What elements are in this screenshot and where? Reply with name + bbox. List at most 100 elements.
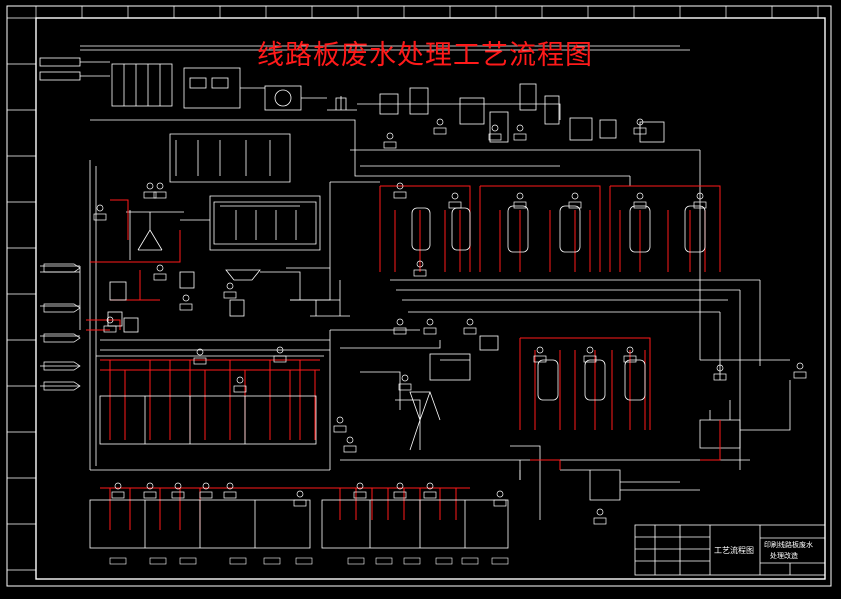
left-inlet-tags <box>43 263 81 391</box>
instrument-tag <box>568 201 582 209</box>
instrument-symbol <box>236 376 244 384</box>
instrument-tag <box>393 491 407 499</box>
instrument-symbol <box>516 192 524 200</box>
process-vessels <box>89 205 706 549</box>
instrument-symbol <box>182 294 190 302</box>
instrument-symbol <box>466 318 474 326</box>
instrument-symbol <box>156 264 164 272</box>
instrument-symbol <box>491 124 499 132</box>
white-piping <box>40 45 791 520</box>
instrument-symbol <box>96 204 104 212</box>
instrument-symbol <box>596 508 604 516</box>
instrument-symbol <box>396 482 404 490</box>
instrument-symbol <box>226 282 234 290</box>
instrument-symbol <box>416 260 424 268</box>
instrument-symbol <box>396 182 404 190</box>
bottom-tag <box>375 557 393 565</box>
instrument-symbols <box>93 118 807 525</box>
instrument-symbol <box>426 482 434 490</box>
instrument-symbol <box>226 482 234 490</box>
instrument-tag <box>153 273 167 281</box>
instrument-tag <box>398 383 412 391</box>
instrument-tag <box>179 303 193 311</box>
instrument-tag <box>333 425 347 433</box>
instrument-tag <box>343 445 357 453</box>
bottom-tag <box>229 557 247 565</box>
instrument-symbol <box>202 482 210 490</box>
instrument-tag <box>583 355 597 363</box>
bottom-tag <box>295 557 313 565</box>
instrument-symbol <box>114 482 122 490</box>
instrument-symbol <box>516 124 524 132</box>
instrument-tag <box>143 191 157 199</box>
instrument-symbol <box>571 192 579 200</box>
instrument-symbol <box>536 346 544 354</box>
bottom-tag <box>403 557 421 565</box>
instrument-symbol <box>396 318 404 326</box>
instrument-tag <box>223 291 237 299</box>
instrument-symbol <box>586 346 594 354</box>
instrument-tag <box>353 491 367 499</box>
instrument-tag <box>171 491 185 499</box>
instrument-symbol <box>146 482 154 490</box>
title-block-project-line1: 印刷线路板废水 <box>764 541 813 549</box>
instrument-tag <box>463 327 477 335</box>
title-block-project-line2: 处理改造 <box>770 552 798 560</box>
instrument-tag <box>513 133 527 141</box>
instrument-tag <box>633 201 647 209</box>
instrument-symbol <box>296 490 304 498</box>
diagram-title: 线路板废水处理工艺流程图 <box>257 40 593 71</box>
instrument-symbol <box>106 316 114 324</box>
instrument-symbol <box>401 374 409 382</box>
instrument-symbol <box>436 118 444 126</box>
frame-tick-marks <box>7 6 819 571</box>
instrument-tag <box>633 127 647 135</box>
instrument-tag <box>533 355 547 363</box>
instrument-symbol <box>716 364 724 372</box>
bottom-tag <box>179 557 197 565</box>
instrument-tag <box>111 491 125 499</box>
instrument-symbol <box>156 182 164 190</box>
title-block-drawing-name: 工艺流程图 <box>714 546 754 555</box>
instrument-tag <box>273 355 287 363</box>
instrument-tag <box>293 499 307 507</box>
instrument-tag <box>593 517 607 525</box>
instrument-symbol <box>636 118 644 126</box>
instrument-tag <box>488 133 502 141</box>
instrument-tag <box>713 373 727 381</box>
bottom-tag <box>109 557 127 565</box>
red-piping <box>86 185 721 530</box>
instrument-symbol <box>636 192 644 200</box>
instrument-tag <box>393 191 407 199</box>
instrument-tag <box>793 371 807 379</box>
instrument-tag <box>423 491 437 499</box>
instrument-symbol <box>451 192 459 200</box>
instrument-symbol <box>276 346 284 354</box>
instrument-tag <box>193 357 207 365</box>
bottom-tag <box>461 557 479 565</box>
instrument-symbol <box>174 482 182 490</box>
instrument-tag <box>223 491 237 499</box>
instrument-symbol <box>336 416 344 424</box>
bottom-tag <box>491 557 509 565</box>
instrument-tag <box>433 127 447 135</box>
bottom-tag <box>347 557 365 565</box>
instrument-tag <box>199 491 213 499</box>
instrument-symbol <box>696 192 704 200</box>
bottom-tag <box>149 557 167 565</box>
instrument-tag <box>143 491 157 499</box>
bottom-tag-row <box>109 557 509 565</box>
instrument-symbol <box>386 132 394 140</box>
instrument-tag <box>103 325 117 333</box>
instrument-symbol <box>196 348 204 356</box>
instrument-symbol <box>796 362 804 370</box>
instrument-tag <box>423 327 437 335</box>
bottom-tag <box>435 557 453 565</box>
instrument-tag <box>623 355 637 363</box>
instrument-tag <box>448 201 462 209</box>
instrument-symbol <box>146 182 154 190</box>
instrument-tag <box>233 385 247 393</box>
bottom-tag <box>263 557 281 565</box>
instrument-symbol <box>346 436 354 444</box>
